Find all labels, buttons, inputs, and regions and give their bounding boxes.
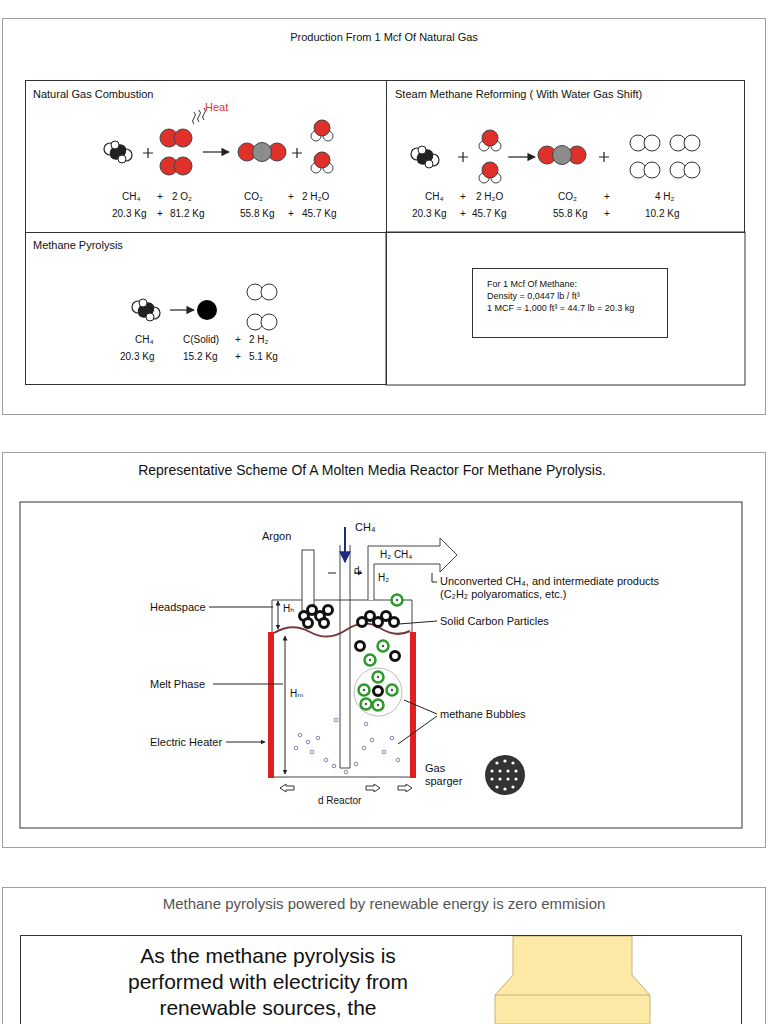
heading-text: Production From 1 Mcf Of Natural Gas [290,31,478,44]
body-text: CO₂ [244,191,263,203]
body-text: 1 MCF = 1,000 ft³ = 44.7 lb = 20.3 kg [487,302,653,314]
body-text: + [604,191,610,203]
argon-tube [302,550,314,612]
heading-text: Steam Methane Reforming ( With Water Gas… [395,88,642,101]
part-label: dₗ [354,565,361,577]
body-text: 45.7 Kg [472,208,506,220]
body-text: 20.3 Kg [112,208,146,220]
part-label: Headspace [150,601,206,614]
body-text: Density = 0,0447 lb / ft³ [487,290,653,302]
methane-inlet [344,527,346,562]
body-text: 45.7 Kg [302,208,336,220]
leader-lines [209,573,437,744]
part-label: Solid Carbon Particles [440,615,549,628]
reforming-molecules [411,130,700,183]
panel-frame: Representative Scheme Of A Molten Media … [2,452,766,848]
heading-text: As the methane pyrolysis is performed wi… [98,943,438,1021]
combustion-molecules [104,108,333,175]
panel-frame: As the methane pyrolysis is performed wi… [2,887,766,1024]
headspace-height [278,601,279,629]
heading-text: Methane Pyrolysis [33,239,123,252]
part-label: d Reactor [318,795,361,807]
body-text: + [460,191,466,203]
scheme-frame [20,502,742,828]
body-text: 4 H₂ [655,191,674,203]
body-text: 20.3 Kg [412,208,446,220]
body-text: CH₄ [425,191,444,203]
body-text: + [288,208,294,220]
part-label: Melt Phase [150,678,205,691]
gas-lance [340,545,350,768]
body-text: CH₄ [135,334,154,346]
body-text: 2 O₂ [172,191,192,203]
part-label: Hₘ [290,688,303,700]
heading-text: Natural Gas Combustion [33,88,153,101]
part-label: Unconverted CH₄, and intermediate produc… [440,575,672,601]
reactor [268,527,457,792]
reactor-diameter-right [398,784,412,792]
hydrogen-particles [365,595,403,666]
reactor-diameter [280,784,380,792]
carbon-atom [197,300,217,320]
body-text: C(Solid) [183,334,219,346]
info-box: For 1 Mcf Of Methane:Density = 0,0447 lb… [472,268,668,338]
pyrolysis-molecules [132,284,277,330]
gas-sparger [485,755,525,795]
heading-text: Representative Scheme Of A Molten Media … [138,462,606,479]
body-text: CO₂ [558,191,577,203]
part-label: H₂ [378,572,389,584]
methane-bubble [354,668,402,716]
body-text: 2 H₂O [476,191,503,203]
body-text: 15.2 Kg [183,351,217,363]
part-label: Electric Heater [150,736,222,749]
small-bubbles [294,718,400,774]
heater-left [268,632,274,778]
body-text: 20.3 Kg [120,351,154,363]
reaction-cell: Methane PyrolysisCH₄ C(Solid) +2 H₂ 20.3 Kg… [25,232,387,385]
empty-cell [386,232,745,385]
melt-height [285,636,286,774]
reaction-cell: Steam Methane Reforming ( With Water Gas… [386,80,745,233]
carbon-particles [300,606,400,661]
body-text: + [235,334,241,346]
body-text: + [604,208,610,220]
body-text: + [157,208,163,220]
body-text: + [157,191,163,203]
part-label: Hₕ [283,603,294,615]
body-text: Heat [205,101,228,114]
body-text: 81.2 Kg [170,208,204,220]
body-text: + [235,351,241,363]
heading-text: For 1 Mcf Of Methane: [487,278,653,290]
body-text: 10.2 Kg [645,208,679,220]
body-text: 55.8 Kg [240,208,274,220]
body-text: 55.8 Kg [553,208,587,220]
tower-figure [495,936,650,1024]
part-label: Argon [262,530,291,543]
body-text: 5.1 Kg [249,351,278,363]
body-text: + [288,191,294,203]
heading-text: Methane pyrolysis powered by renewable e… [163,895,606,913]
body-text: 2 H₂O [302,191,329,203]
body-text: + [460,208,466,220]
reaction-cell: Natural Gas CombustionHeatCH₄ +2 O₂ CO₂ +2 … [25,80,387,233]
panel-frame: Natural Gas CombustionHeatCH₄ +2 O₂ CO₂ +2 … [2,18,766,415]
body-text: 2 H₂ [249,334,268,346]
part-label: Gas sparger [425,762,477,788]
part-label: methane Bubbles [440,708,526,721]
body-text: CH₄ [122,191,141,203]
part-label: CH₄ [355,521,375,534]
part-label: H₂ CH₄ [380,549,412,561]
statement-box: As the methane pyrolysis is performed wi… [20,935,742,1024]
